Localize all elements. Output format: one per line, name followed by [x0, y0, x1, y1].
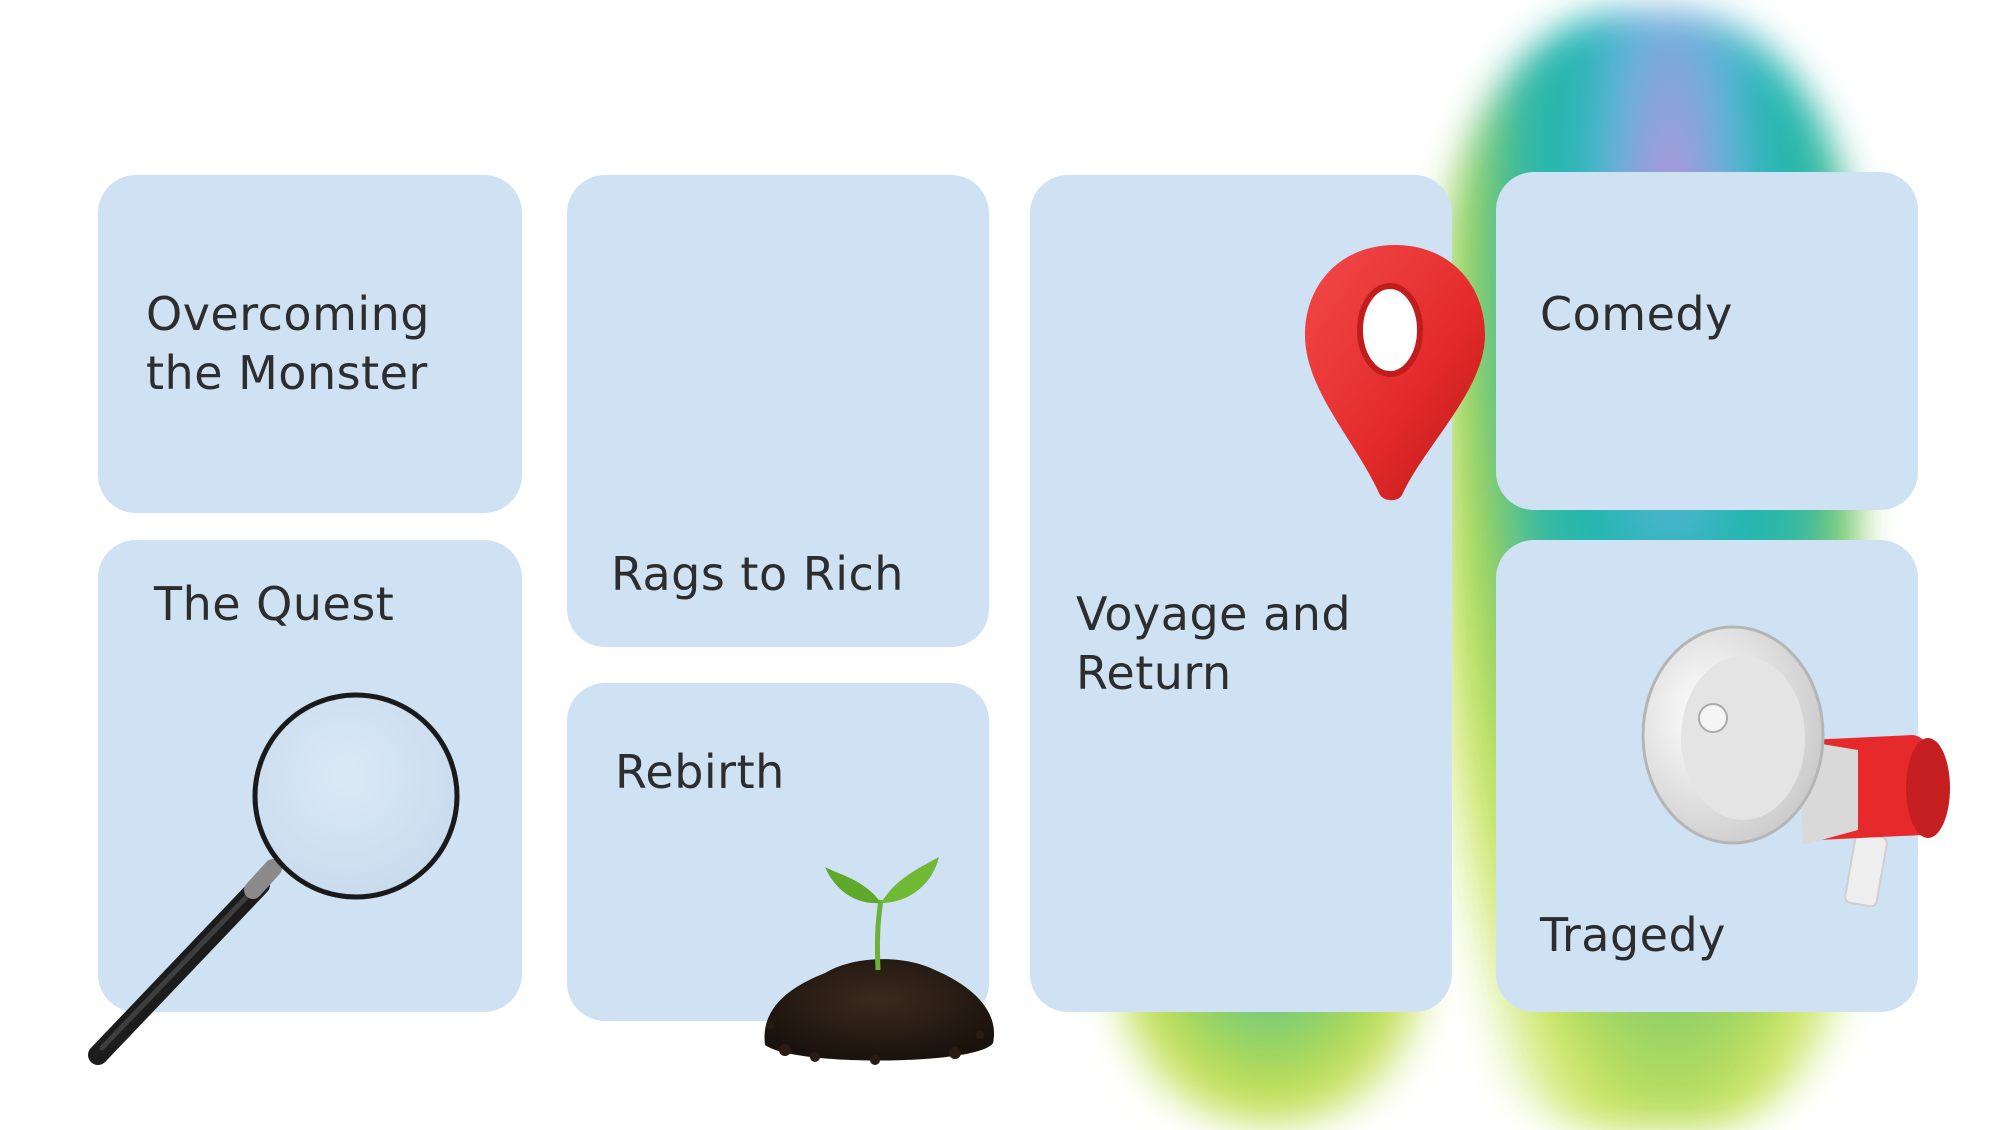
card-label-tragedy: Tragedy: [1540, 908, 1726, 962]
card-comedy[interactable]: Comedy: [1496, 172, 1918, 510]
card-label-voyage: Voyage and Return: [1076, 587, 1352, 700]
card-label-quest: The Quest: [154, 577, 395, 631]
sprout-icon: [764, 857, 995, 1065]
card-label-rags: Rags to Rich: [611, 547, 904, 601]
megaphone-icon: [1641, 625, 1950, 908]
card-rags-to-rich[interactable]: Rags to Rich: [567, 175, 989, 647]
card-label-comedy: Comedy: [1540, 287, 1733, 341]
card-label-rebirth: Rebirth: [615, 745, 785, 799]
magnifying-glass-icon: [88, 692, 460, 1065]
card-label-overcoming: Overcoming the Monster: [146, 287, 431, 400]
card-overcoming-the-monster[interactable]: Overcoming the Monster: [98, 175, 522, 513]
map-pin-icon: [1305, 245, 1485, 501]
